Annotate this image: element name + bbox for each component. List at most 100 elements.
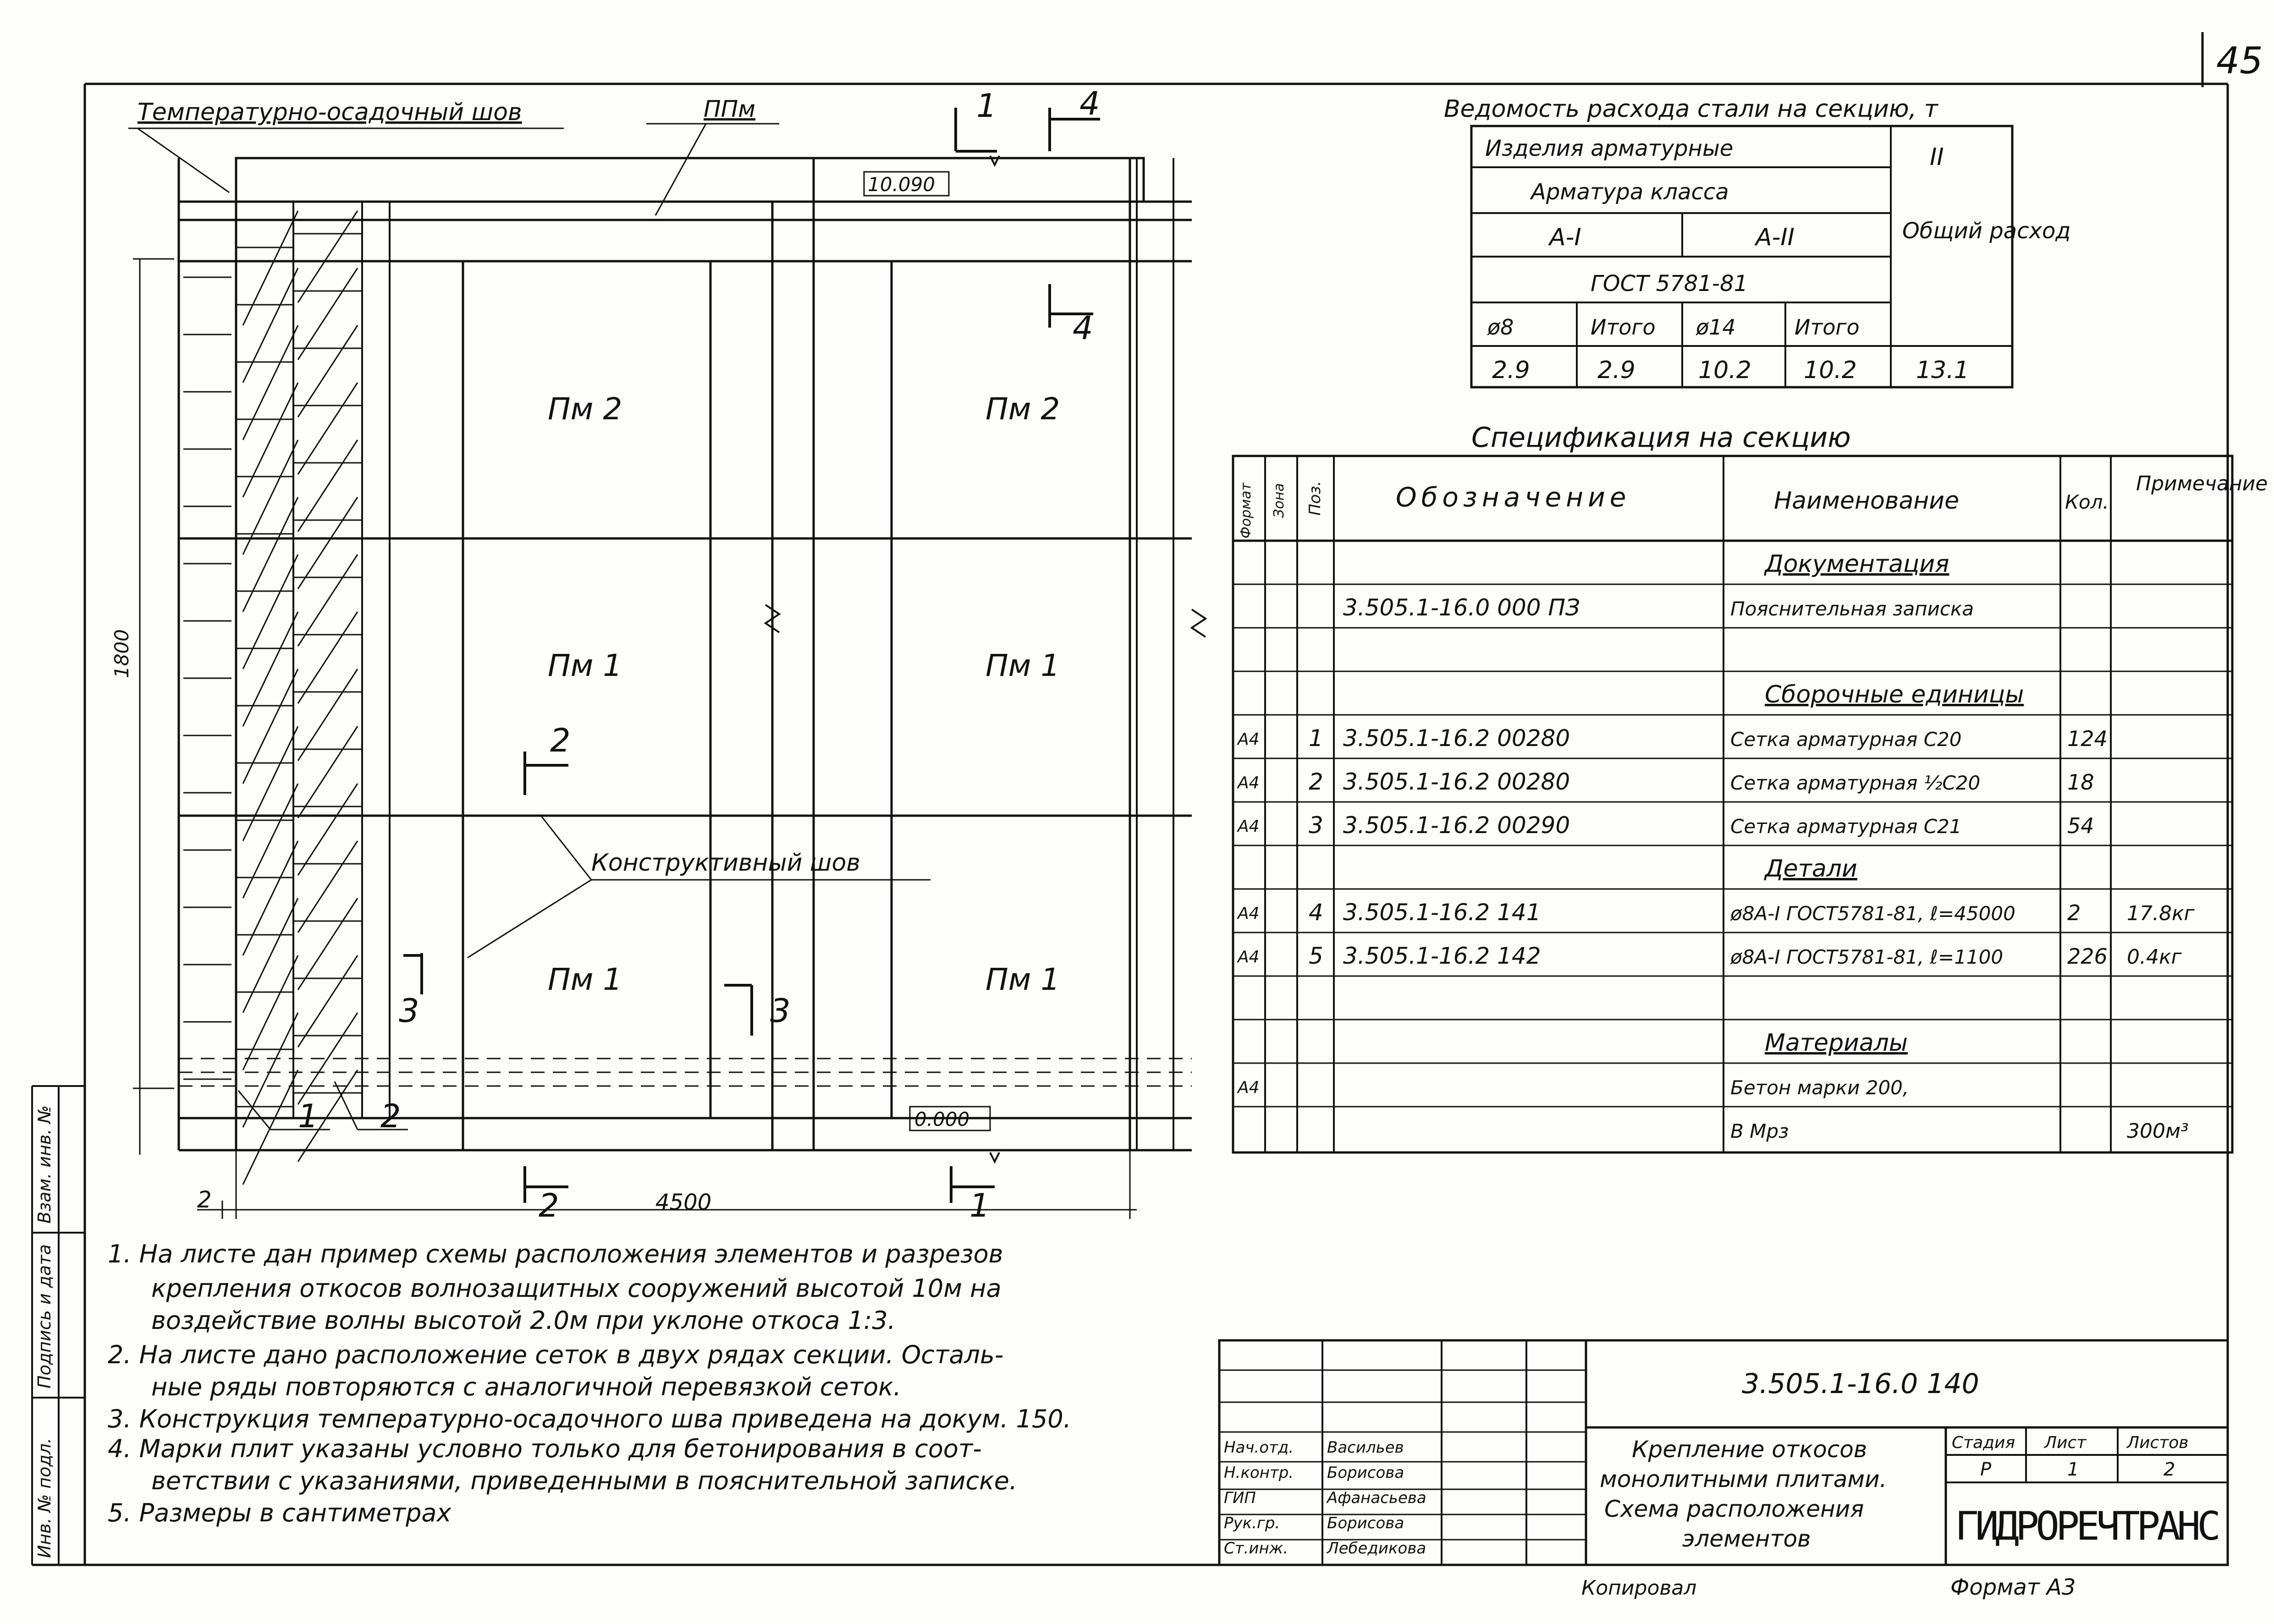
section-mark: 2 — [539, 1187, 559, 1224]
steel-value: 2.9 — [1492, 357, 1530, 384]
notes-block: 1. На листе дан пример схемы расположени… — [108, 1240, 1071, 1527]
stamp-stage: Р — [1980, 1459, 1992, 1480]
callout-mark: 2 — [380, 1097, 401, 1135]
spec-name: Сборочные единицы — [1765, 681, 2024, 708]
steel-class1: А-I — [1548, 224, 1581, 251]
steel-value: 2.9 — [1597, 357, 1635, 384]
spec-designation: 3.505.1-16.2 00290 — [1343, 812, 1570, 839]
page-number: 45 — [2216, 39, 2263, 82]
stamp-name: Афанасьева — [1326, 1489, 1426, 1507]
hatch-line — [242, 439, 299, 555]
plan-drawing: Температурно-осадочный шов ППм Конструкт… — [110, 85, 1207, 1224]
spec-name: Материалы — [1765, 1029, 1908, 1057]
hatch-line — [242, 898, 299, 1013]
hatch-line — [242, 325, 299, 440]
hatch-line — [242, 210, 299, 326]
section-mark: 3 — [770, 992, 791, 1030]
steel-table: Ведомость расхода стали на секцию, т Изд… — [1444, 95, 2070, 389]
spec-note: 300м³ — [2127, 1119, 2189, 1143]
hatch-line — [297, 783, 358, 876]
hatch-line — [297, 1012, 358, 1105]
stamp-role: Ст.инж. — [1224, 1539, 1288, 1558]
spec-quantity: 18 — [2067, 770, 2094, 795]
stamp-name: Васильев — [1327, 1438, 1404, 1457]
plate-label: Пм 2 — [986, 391, 1060, 427]
steel-col-label: ø8 — [1487, 315, 1514, 340]
spec-quantity: 124 — [2067, 726, 2108, 751]
spec-quantity: 226 — [2067, 944, 2108, 969]
hatch-line — [242, 783, 299, 899]
stamp-sheet: 1 — [2067, 1459, 2079, 1480]
stamp-role: Рук.гр. — [1224, 1514, 1280, 1532]
plate-label: Пм 1 — [548, 648, 622, 683]
spec-note: 0.4кг — [2127, 945, 2182, 969]
spec-designation: 3.505.1-16.2 141 — [1343, 899, 1541, 926]
spec-position: 5 — [1309, 943, 1323, 969]
hatch-line — [242, 554, 299, 669]
hatch-line — [242, 382, 299, 498]
steel-value: 13.1 — [1916, 357, 1969, 384]
spec-header: Поз. — [1306, 481, 1324, 516]
spec-name: Детали — [1764, 855, 1857, 883]
stamp-title-line: Схема расположения — [1604, 1496, 1864, 1522]
spec-format: А4 — [1237, 1078, 1260, 1097]
note-line: ные ряды повторяются с аналогичной перев… — [151, 1372, 901, 1401]
spec-title: Спецификация на секцию — [1471, 422, 1851, 454]
hatch-line — [242, 726, 299, 841]
side-label-replace: Взам. инв. № — [34, 1105, 55, 1223]
steel-group: II — [1930, 143, 1944, 171]
section-mark: 2 — [550, 722, 571, 759]
spec-header: Примечание — [2136, 472, 2268, 495]
temp-joint-label: Температурно-осадочный шов — [138, 99, 522, 126]
spec-name: Сетка арматурная С21 — [1730, 815, 1961, 838]
spec-header: Наименование — [1774, 487, 1959, 515]
spec-name: Сетка арматурная С20 — [1730, 728, 1961, 751]
section-mark: 4 — [1073, 309, 1093, 347]
section-mark: 3 — [399, 992, 419, 1030]
elevation-top: 10.090 — [868, 173, 935, 196]
spec-designation: 3.505.1-16.2 00280 — [1343, 725, 1570, 752]
dimension-width: 4500 — [655, 1190, 711, 1215]
spec-position: 3 — [1309, 812, 1323, 839]
note-line: 2. На листе дано расположение сеток в дв… — [108, 1340, 1003, 1369]
hatch-line — [242, 497, 299, 612]
plate-label: Пм 2 — [548, 391, 622, 427]
spec-name: Сетка арматурная ½С20 — [1730, 772, 1980, 794]
steel-gost: ГОСТ 5781-81 — [1591, 271, 1748, 296]
steel-col-label: Итого — [1795, 315, 1860, 340]
spec-format: А4 — [1237, 774, 1260, 792]
note-line: 4. Марки плит указаны условно только для… — [108, 1434, 982, 1463]
spec-header: Обозначение — [1396, 482, 1630, 513]
spec-name: ø8А-I ГОСТ5781-81, ℓ=1100 — [1730, 946, 2003, 968]
stamp-title-line: монолитными плитами. — [1600, 1466, 1887, 1492]
stamp-organization: ГИДРОРЕЧТРАНС — [1955, 1503, 2221, 1549]
hatch-line — [297, 955, 358, 1048]
spec-name: В Мрз — [1730, 1120, 1789, 1142]
ppm-label: ППм — [704, 96, 755, 122]
hatch-line — [242, 840, 299, 956]
spec-table: Спецификация на секцию Формат Зона Поз. … — [1232, 422, 2268, 1154]
spec-quantity: 54 — [2067, 813, 2094, 838]
note-line: ветствии с указаниями, приведенными в по… — [151, 1466, 1017, 1495]
spec-quantity: 2 — [2067, 900, 2081, 925]
steel-class-header: Арматура класса — [1530, 179, 1729, 205]
stamp-role: Н.контр. — [1224, 1464, 1294, 1482]
spec-name: Документация — [1764, 550, 1949, 578]
hatch-line — [242, 611, 299, 727]
spec-position: 1 — [1309, 725, 1323, 752]
stamp-title-line: элементов — [1682, 1525, 1811, 1552]
stamp-stage-label: Стадия — [1952, 1433, 2015, 1452]
format-label: Формат А3 — [1950, 1575, 2076, 1600]
note-line: крепления откосов волнозащитных сооружен… — [151, 1274, 1002, 1303]
plate-label: Пм 1 — [986, 962, 1060, 997]
steel-products: Изделия арматурные — [1485, 136, 1733, 161]
hatch-line — [297, 1070, 358, 1162]
steel-class2: А-II — [1754, 224, 1795, 251]
steel-total-header: Общий расход — [1902, 218, 2070, 244]
spec-format: А4 — [1237, 730, 1260, 749]
section-mark: 1 — [969, 1187, 990, 1224]
copied-label: Копировал — [1581, 1576, 1696, 1600]
spec-position: 4 — [1309, 899, 1323, 926]
stamp-sheets: 2 — [2164, 1459, 2175, 1480]
